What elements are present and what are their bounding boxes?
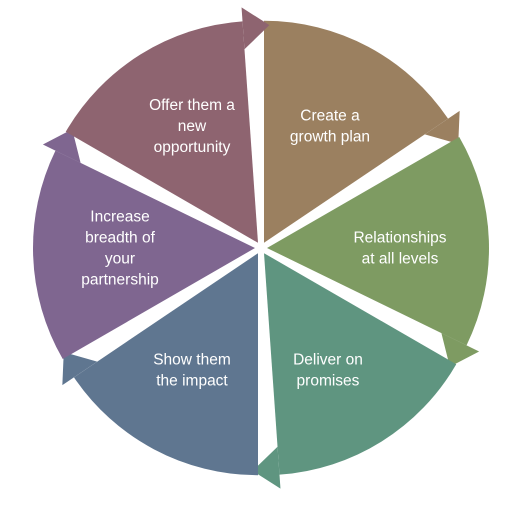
arrowhead <box>62 352 98 386</box>
segment-label-line: Offer them a <box>149 97 235 114</box>
arrowhead <box>241 7 270 50</box>
segment-relationships: Relationships at all levels <box>267 137 489 367</box>
segment-deliver: Deliver on promises <box>252 253 457 489</box>
segment-label-line: Increase <box>90 209 149 226</box>
segment-label-line: growth plan <box>290 129 370 146</box>
segment-label-line: new <box>178 118 207 135</box>
segment-label-line: Create a <box>300 108 360 125</box>
segment-label: Offer them a new opportunity <box>149 97 235 156</box>
segment-label-line: at all levels <box>362 251 439 268</box>
segment-label: Relationships at all levels <box>353 230 446 268</box>
segment-wedge <box>264 20 449 243</box>
segment-label-line: the impact <box>156 373 228 390</box>
segment-wedge <box>33 150 255 359</box>
segment-wedge <box>264 253 457 475</box>
segment-label-line: your <box>105 251 135 268</box>
segment-breadth: Increase breadth of your partnership <box>33 129 255 359</box>
segment-label-line: Deliver on <box>293 352 363 369</box>
arrowhead <box>252 446 281 489</box>
segment-growth-plan: Create a growth plan <box>264 20 460 243</box>
segment-label-line: partnership <box>81 272 159 289</box>
segment-wedge <box>65 21 258 243</box>
segment-label: Show them the impact <box>153 352 231 390</box>
arrowhead <box>441 333 480 367</box>
segment-label: Increase breadth of your partnership <box>81 209 159 289</box>
arrowhead <box>424 110 460 144</box>
segment-opportunity: Offer them a new opportunity <box>65 7 270 243</box>
segment-wedge <box>73 253 258 476</box>
segment-label-line: Show them <box>153 352 231 369</box>
segment-label: Deliver on promises <box>293 352 363 390</box>
segment-label: Create a growth plan <box>290 108 370 146</box>
arrowhead <box>42 129 81 163</box>
segment-impact: Show them the impact <box>62 253 258 476</box>
segment-label-line: breadth of <box>85 230 155 247</box>
segment-label-line: Relationships <box>353 230 446 247</box>
segment-label-line: opportunity <box>154 139 231 156</box>
segment-label-line: promises <box>297 373 360 390</box>
segment-wedge <box>267 137 489 346</box>
